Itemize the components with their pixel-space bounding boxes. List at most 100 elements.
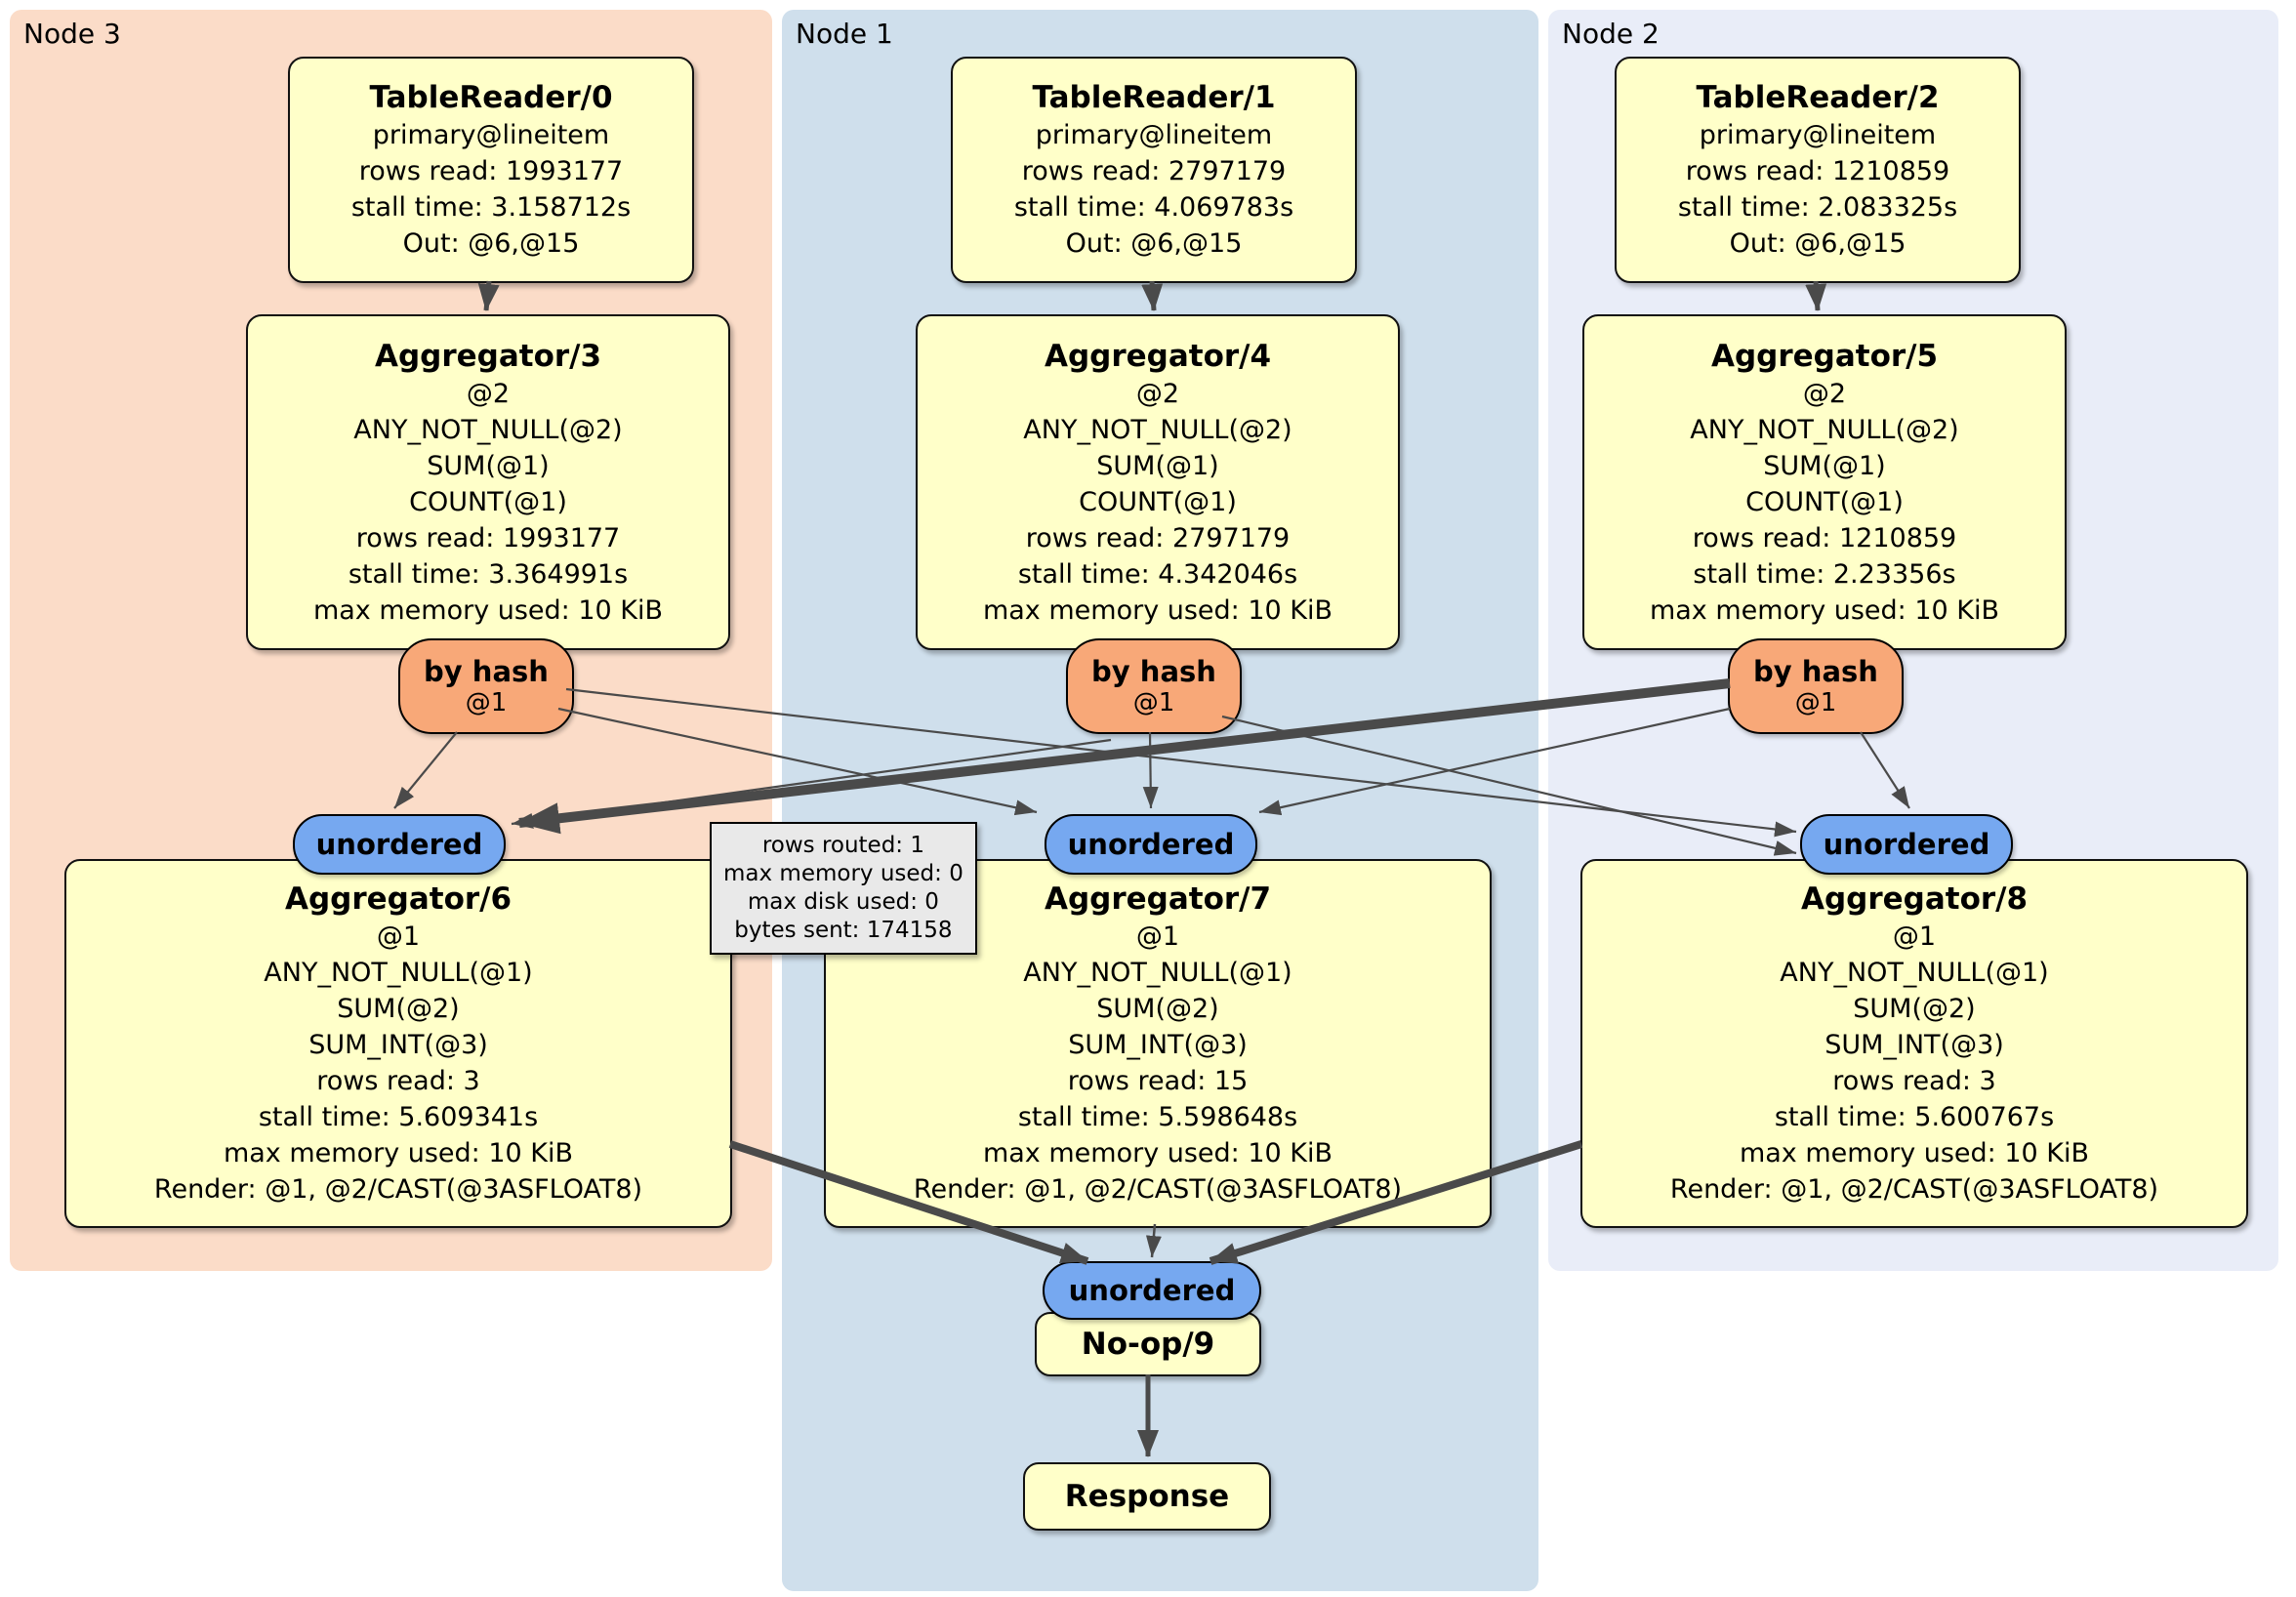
stat-line: stall time: 2.083325s	[1677, 192, 1958, 223]
stat-line: SUM(@1)	[1096, 450, 1219, 481]
stat-line: max disk used: 0	[747, 889, 939, 915]
stat-line: SUM(@1)	[1763, 450, 1886, 481]
processor-title: Aggregator/7	[1044, 881, 1272, 917]
stat-line: ANY_NOT_NULL(@1)	[264, 958, 533, 988]
sync-unordered-node2[interactable]: unordered	[1800, 814, 2013, 875]
router-by-hash-5[interactable]: by hash @1	[1728, 638, 1904, 734]
stat-line: @2	[1802, 378, 1847, 409]
stream-stats-tooltip: rows routed: 1 max memory used: 0 max disk…	[710, 822, 977, 955]
sync-label: unordered	[1823, 828, 1990, 861]
stat-line: rows routed: 1	[761, 833, 925, 858]
stat-line: max memory used: 10 KiB	[982, 1138, 1333, 1168]
stat-line: primary@lineitem	[372, 120, 610, 150]
stat-line: COUNT(@1)	[409, 486, 567, 517]
stat-line: max memory used: 10 KiB	[982, 594, 1333, 626]
sync-label: unordered	[1067, 828, 1235, 861]
stat-line: Out: @6,@15	[402, 228, 580, 259]
stat-line: SUM(@2)	[1853, 994, 1976, 1024]
router-columns: @1	[1132, 687, 1175, 717]
stat-line: SUM(@2)	[1096, 994, 1219, 1024]
processor-title: Aggregator/6	[284, 881, 512, 917]
stat-line: rows read: 1993177	[355, 522, 621, 553]
stat-line: rows read: 2797179	[1025, 522, 1291, 553]
stat-line: Out: @6,@15	[1065, 228, 1243, 259]
stat-line: SUM_INT(@3)	[308, 1030, 488, 1060]
stat-line: Render: @1, @2/CAST(@3ASFLOAT8)	[1669, 1174, 2159, 1205]
processor-stats: primary@lineitem rows read: 1993177 stall …	[351, 117, 631, 262]
stat-line: SUM_INT(@3)	[1068, 1030, 1248, 1060]
sync-label: unordered	[315, 828, 483, 861]
sync-label: unordered	[1068, 1274, 1236, 1307]
panel-node1-label: Node 1	[796, 18, 893, 50]
processor-title: No-op/9	[1081, 1327, 1215, 1362]
stat-line: ANY_NOT_NULL(@2)	[353, 414, 623, 445]
stat-line: rows read: 15	[1067, 1066, 1249, 1096]
stat-line: max memory used: 10 KiB	[1739, 1138, 2090, 1168]
router-by-hash-3[interactable]: by hash @1	[398, 638, 574, 734]
stat-line: @1	[1135, 921, 1180, 952]
processor-title: TableReader/0	[369, 80, 613, 115]
stat-line: rows read: 1210859	[1692, 522, 1957, 553]
stat-line: COUNT(@1)	[1745, 486, 1904, 517]
stat-line: rows read: 2797179	[1021, 156, 1287, 186]
stat-line: max memory used: 0	[723, 861, 964, 886]
stat-line: stall time: 3.364991s	[348, 558, 629, 590]
processor-tablereader-0[interactable]: TableReader/0 primary@lineitem rows read:…	[288, 57, 694, 283]
stat-line: stall time: 4.342046s	[1017, 558, 1298, 590]
stat-line: ANY_NOT_NULL(@1)	[1780, 958, 2049, 988]
stat-line: rows read: 1210859	[1685, 156, 1950, 186]
processor-stats: primary@lineitem rows read: 2797179 stall …	[1014, 117, 1293, 262]
sync-unordered-final[interactable]: unordered	[1043, 1261, 1261, 1320]
stat-line: Render: @1, @2/CAST(@3ASFLOAT8)	[153, 1174, 643, 1205]
processor-title: Aggregator/5	[1710, 338, 1939, 374]
sync-unordered-node3[interactable]: unordered	[293, 814, 506, 875]
processor-response[interactable]: Response	[1023, 1462, 1271, 1531]
panel-node2-label: Node 2	[1562, 18, 1660, 50]
stat-line: @2	[1135, 378, 1180, 409]
router-by-hash-4[interactable]: by hash @1	[1066, 638, 1242, 734]
stat-line: @2	[466, 378, 511, 409]
stat-line: max memory used: 10 KiB	[312, 594, 664, 626]
stat-line: SUM(@1)	[427, 450, 550, 481]
panel-node3-label: Node 3	[23, 18, 121, 50]
stat-line: bytes sent: 174158	[734, 918, 953, 943]
stat-line: stall time: 4.069783s	[1013, 192, 1294, 223]
processor-title: Aggregator/8	[1800, 881, 2029, 917]
router-columns: @1	[465, 687, 508, 717]
router-label: by hash	[1091, 654, 1216, 688]
stat-line: rows read: 3	[316, 1066, 480, 1096]
stat-line: max memory used: 10 KiB	[223, 1138, 574, 1168]
sync-unordered-node1[interactable]: unordered	[1045, 814, 1257, 875]
stat-line: stall time: 5.609341s	[258, 1102, 539, 1132]
stat-line: COUNT(@1)	[1079, 486, 1237, 517]
stat-line: primary@lineitem	[1035, 120, 1273, 150]
stat-line: @1	[1892, 921, 1937, 952]
stat-line: @1	[376, 921, 421, 952]
stat-line: stall time: 3.158712s	[350, 192, 632, 223]
stat-line: stall time: 5.600767s	[1774, 1102, 2055, 1132]
processor-title: TableReader/2	[1696, 80, 1940, 115]
router-label: by hash	[1753, 654, 1878, 688]
stat-line: Render: @1, @2/CAST(@3ASFLOAT8)	[913, 1174, 1403, 1205]
router-columns: @1	[1794, 687, 1837, 717]
stat-line: rows read: 1993177	[358, 156, 624, 186]
stat-line: SUM_INT(@3)	[1824, 1030, 2004, 1060]
stat-line: rows read: 3	[1832, 1066, 1996, 1096]
processor-noop-9[interactable]: No-op/9	[1035, 1312, 1261, 1376]
stat-line: ANY_NOT_NULL(@2)	[1690, 414, 1959, 445]
